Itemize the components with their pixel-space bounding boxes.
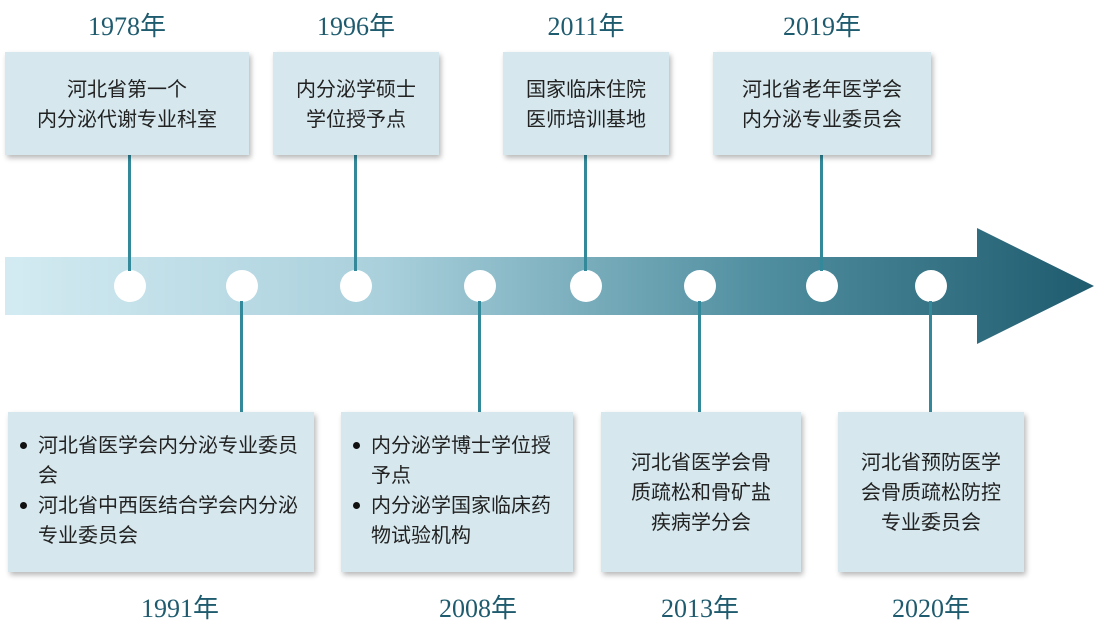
event-text: 河北省预防医学 (861, 450, 1001, 474)
event-box-2020: 河北省预防医学 会骨质疏松防控 专业委员会 (838, 412, 1024, 572)
stem-2011 (584, 155, 587, 271)
year-label-2008: 2008年 (438, 594, 518, 623)
stem-1996 (354, 155, 357, 271)
timeline-dot-2011 (570, 270, 602, 302)
timeline-dot-2008 (464, 270, 496, 302)
event-box-2013: 河北省医学会骨 质疏松和骨矿盐 疾病学分会 (601, 412, 801, 572)
year-label-2013: 2013年 (660, 594, 740, 623)
event-box-2011: 国家临床住院 医师培训基地 (503, 52, 669, 155)
event-text: 内分泌专业委员会 (742, 106, 902, 131)
event-box-1991: 河北省医学会内分泌专业委员会 河北省中西医结合学会内分泌专业委员会 (8, 412, 314, 572)
timeline-dot-2019 (806, 270, 838, 302)
stem-2019 (820, 155, 823, 271)
year-label-2020: 2020年 (891, 594, 971, 623)
timeline-dot-1996 (340, 270, 372, 302)
event-text: 学位授予点 (306, 106, 406, 131)
event-bullet: 河北省中西医结合学会内分泌专业委员会 (14, 490, 308, 550)
timeline-dot-1991 (226, 270, 258, 302)
event-text: 国家临床住院 (526, 76, 646, 101)
event-text: 河北省第一个 (67, 76, 187, 101)
year-label-2011: 2011年 (547, 12, 625, 41)
event-box-1996: 内分泌学硕士 学位授予点 (273, 52, 439, 155)
stem-1978 (128, 155, 131, 271)
year-label-1991: 1991年 (140, 594, 220, 623)
event-text: 会骨质疏松防控 (861, 480, 1001, 504)
event-box-1978: 河北省第一个 内分泌代谢专业科室 (5, 52, 249, 155)
event-bullet: 河北省医学会内分泌专业委员会 (14, 430, 308, 490)
event-text: 质疏松和骨矿盐 (631, 480, 771, 504)
stem-2008 (478, 301, 481, 412)
event-text: 专业委员会 (881, 510, 981, 534)
timeline-dot-2020 (915, 270, 947, 302)
event-text: 河北省医学会骨 (631, 450, 771, 474)
event-text: 疾病学分会 (651, 510, 751, 534)
event-text: 内分泌代谢专业科室 (37, 106, 217, 131)
stem-1991 (240, 301, 243, 412)
event-text: 医师培训基地 (526, 106, 646, 131)
timeline-dot-1978 (114, 270, 146, 302)
stem-2013 (698, 301, 701, 412)
year-label-2019: 2019年 (782, 12, 862, 41)
stem-2020 (929, 301, 932, 412)
year-label-1978: 1978年 (87, 12, 167, 41)
event-bullet: 内分泌学国家临床药物试验机构 (347, 490, 567, 550)
event-text: 内分泌学硕士 (296, 76, 416, 101)
event-box-2019: 河北省老年医学会 内分泌专业委员会 (713, 52, 931, 155)
event-text: 河北省老年医学会 (742, 76, 902, 101)
event-box-2008: 内分泌学博士学位授予点 内分泌学国家临床药物试验机构 (341, 412, 573, 572)
event-bullet: 内分泌学博士学位授予点 (347, 430, 567, 490)
timeline-dot-2013 (684, 270, 716, 302)
year-label-1996: 1996年 (316, 12, 396, 41)
